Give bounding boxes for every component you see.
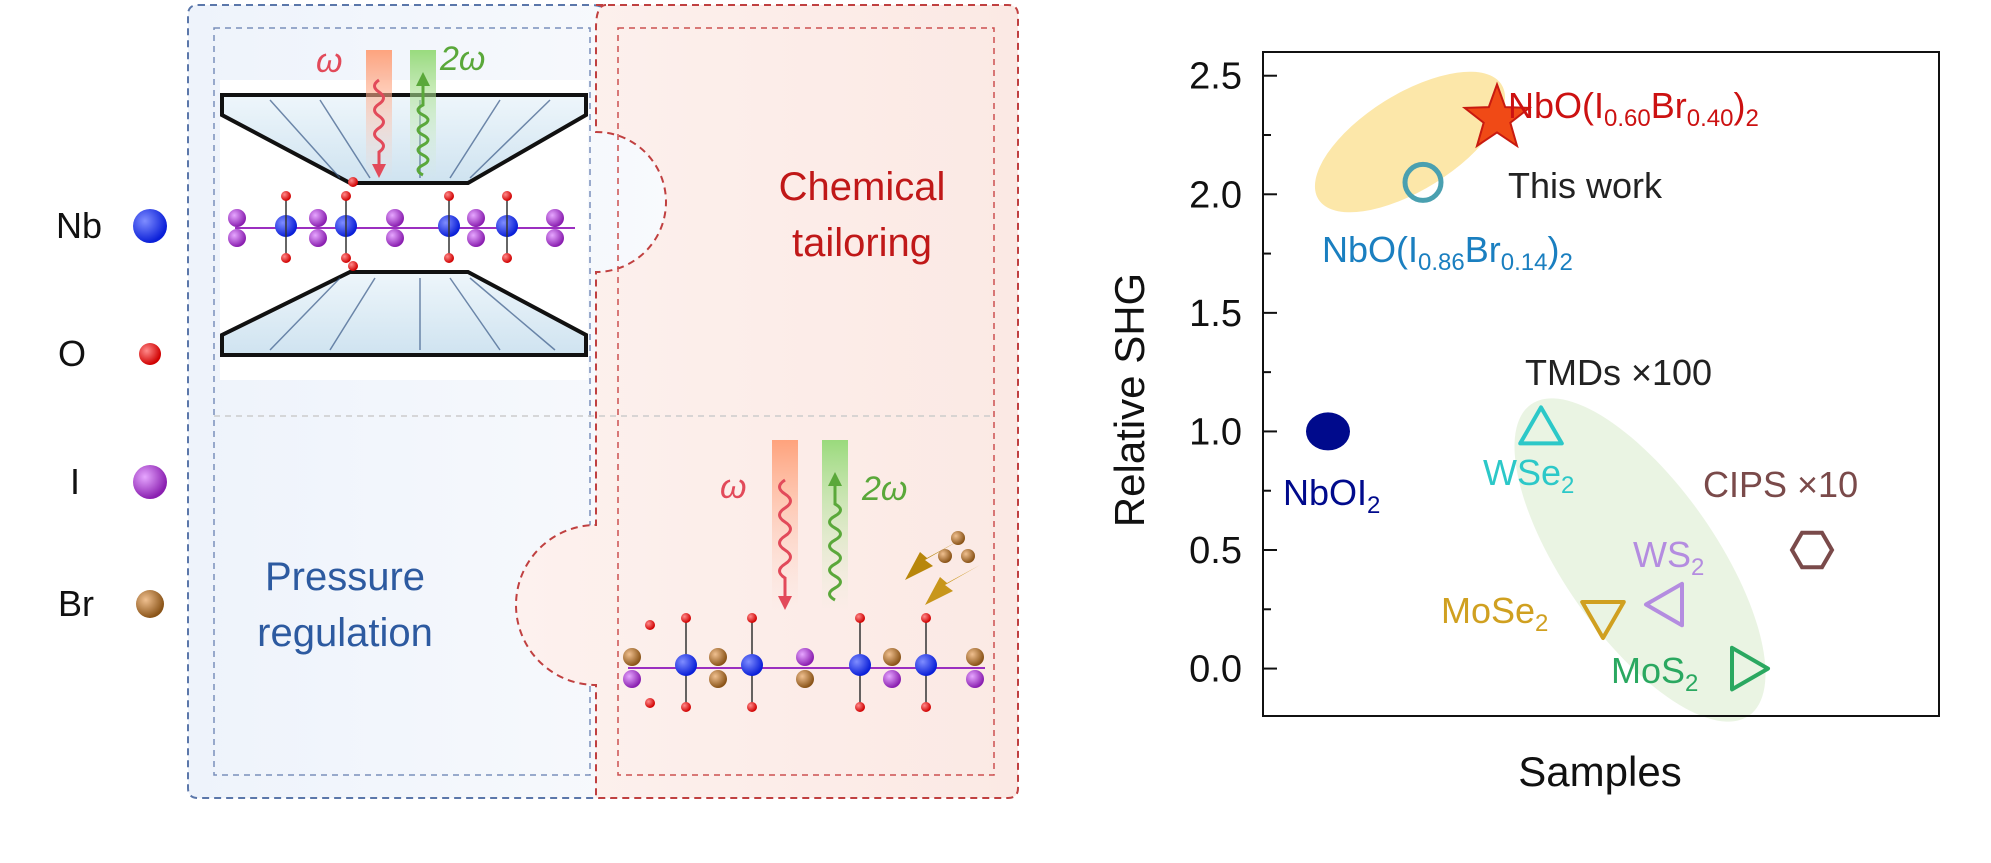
tmds-label: TMDs ×100: [1525, 352, 1712, 393]
i-atom-icon: [133, 465, 167, 499]
y-tick-label: 0.5: [1189, 530, 1242, 572]
nb-atom-icon: [133, 209, 167, 243]
marker-wse2: [1518, 405, 1564, 446]
crystal-lattice-bottom: [623, 613, 985, 712]
label-nbo-i060-br040: NbO(I0.60Br0.40)2: [1508, 85, 1759, 132]
this-work-highlight: [1314, 71, 1506, 213]
chemical-tailoring-line1: Chemical: [779, 165, 946, 209]
marker-cips: [1789, 530, 1835, 570]
legend-i-label: I: [70, 461, 80, 502]
label-wse2: WSe2: [1483, 452, 1574, 499]
marker-nbo-i0-60br0-40-2: [1461, 81, 1533, 149]
omega-label-bottom: ω: [720, 468, 746, 506]
y-tick-label: 1.0: [1189, 411, 1242, 453]
marker-nboi2: [1306, 412, 1350, 451]
chemical-tailoring-line2: tailoring: [792, 221, 932, 265]
y-tick-label: 1.5: [1189, 293, 1242, 335]
data-markers: [1306, 81, 1835, 692]
y-axis-label: Relative SHG: [1106, 273, 1153, 527]
this-work-label: This work: [1508, 165, 1663, 206]
y-axis-ticks: 0.0 0.5 1.0 1.5 2.0 2.5: [1189, 56, 1277, 691]
y-tick-label: 2.5: [1189, 56, 1242, 98]
legend-o-label: O: [58, 333, 86, 374]
y-tick-label: 2.0: [1189, 174, 1242, 216]
diamond-anvil-cell: [220, 80, 588, 380]
label-nboi2: NbOI2: [1283, 472, 1380, 519]
two-omega-label-top: 2ω: [439, 40, 485, 78]
cips-group-label: CIPS ×10: [1703, 464, 1858, 505]
o-atom-icon: [139, 343, 161, 365]
two-omega-label-bottom: 2ω: [861, 470, 907, 508]
laser-beams-top: ω 2ω: [316, 40, 485, 180]
y-tick-label: 0.0: [1189, 649, 1242, 691]
pressure-inner-frame: [213, 27, 591, 776]
pressure-regulation-line2: regulation: [257, 611, 433, 655]
puzzle-diagram: ω 2ω: [187, 4, 1019, 799]
tmds-highlight: [1514, 398, 1766, 722]
legend-nb-label: Nb: [56, 205, 102, 246]
marker-mose2: [1580, 600, 1626, 640]
chemical-puzzle-piece: [515, 4, 1019, 799]
shg-scatter-chart: 0.00.51.01.52.02.5 Relative SHG Samples …: [1106, 51, 1940, 795]
plot-frame: [1262, 51, 1940, 717]
marker-mos2: [1730, 645, 1770, 692]
label-mose2: MoSe2: [1441, 590, 1548, 637]
x-axis-label: Samples: [1518, 748, 1681, 795]
atom-legend: Nb O I Br: [56, 205, 167, 624]
laser-beams-bottom: ω 2ω: [720, 440, 907, 610]
br-atom-icon: [136, 590, 164, 618]
pressure-regulation-line1: Pressure: [265, 555, 425, 599]
omega-label-top: ω: [316, 42, 342, 80]
crystal-lattice-top: [228, 177, 575, 271]
marker-nbo-i0-86br0-14-2: [1402, 161, 1444, 203]
chemical-inner-frame: [617, 27, 995, 776]
label-mos2: MoS2: [1611, 650, 1698, 697]
marker-ws2: [1644, 581, 1684, 628]
legend-br-label: Br: [58, 583, 94, 624]
br-doping-arrows: [905, 531, 980, 605]
label-nbo-i086-br014: NbO(I0.86Br0.14)2: [1322, 229, 1573, 276]
